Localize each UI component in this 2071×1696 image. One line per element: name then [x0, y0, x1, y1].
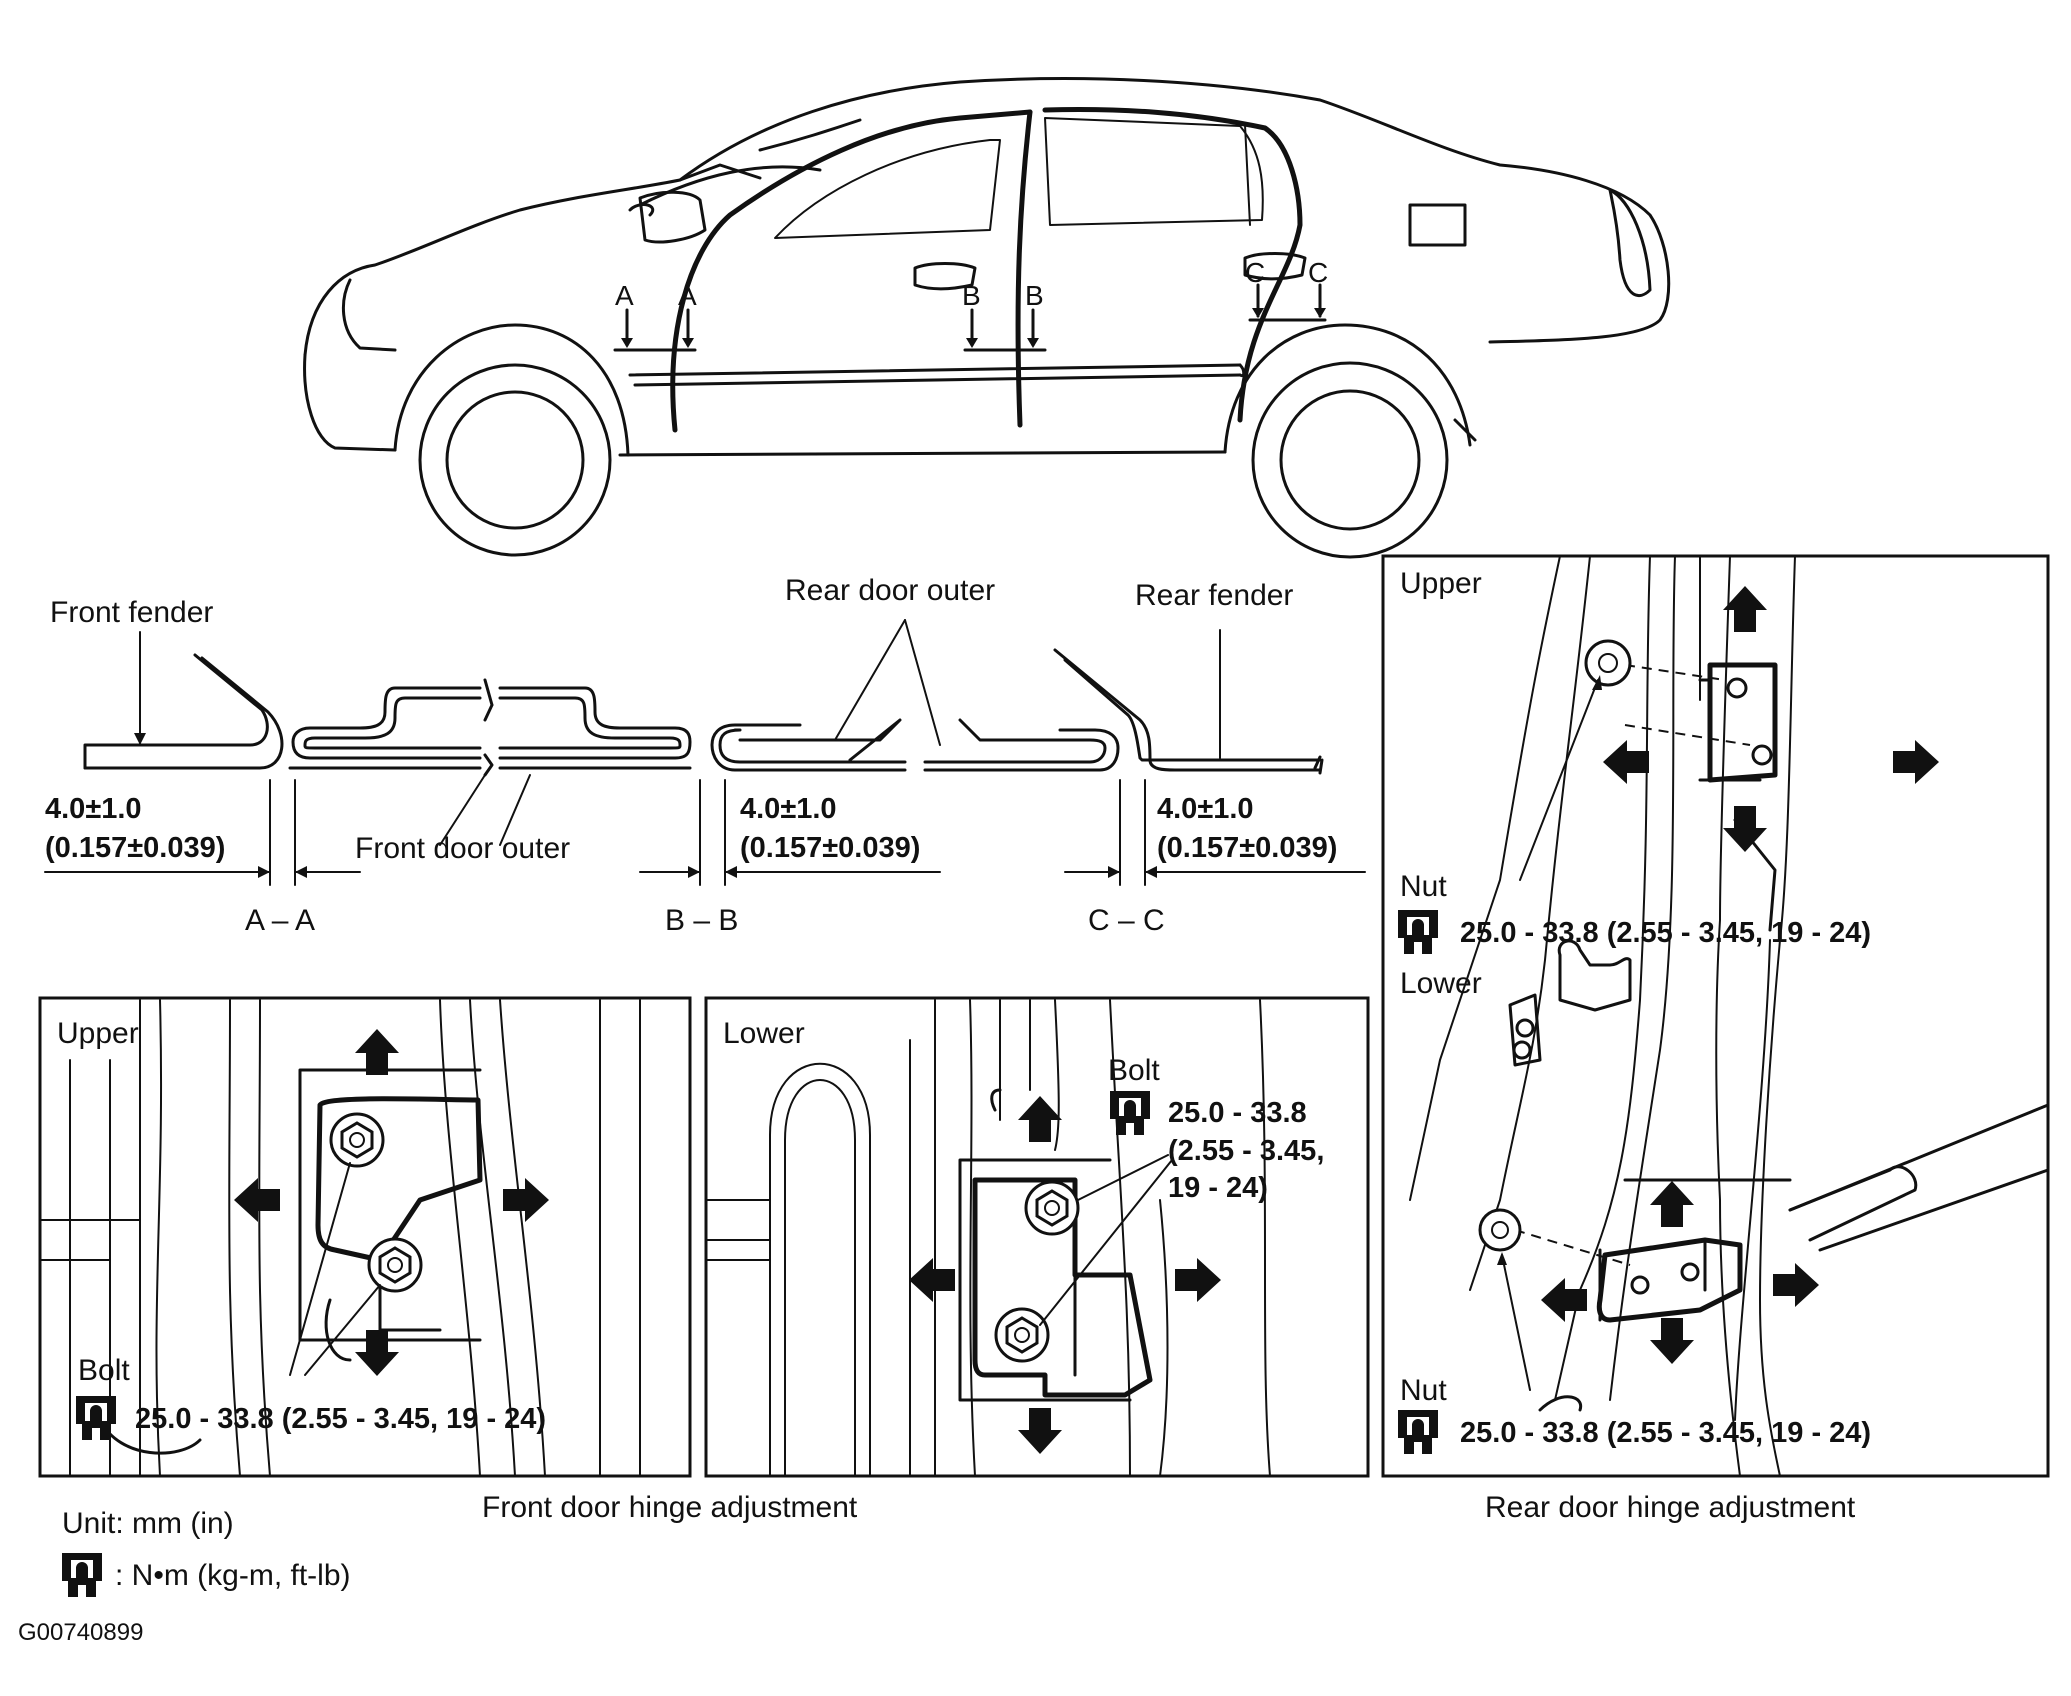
car-side-view: [303, 77, 1671, 559]
clearance-bb-mm: 4.0±1.0: [740, 793, 837, 825]
leader-lines-front-upper: [289, 1162, 381, 1376]
section-mark-c-left: C: [1245, 257, 1265, 288]
front-lower-fastener-label: Bolt: [1108, 1054, 1160, 1087]
unit-label: Unit: mm (in): [62, 1507, 234, 1540]
rear-upper-torque: 25.0 - 33.8 (2.55 - 3.45, 19 - 24): [1460, 917, 1871, 949]
rear-lower-nut-center: [1491, 1221, 1509, 1239]
front-lower-torque-line2: (2.55 - 3.45,: [1168, 1135, 1324, 1167]
rear-upper-fastener-label: Nut: [1400, 870, 1447, 903]
leader-lines-rear: [1497, 675, 1602, 1391]
front-upper-fastener-label: Bolt: [78, 1354, 130, 1387]
front-door-outer-label: Front door outer: [355, 832, 570, 865]
section-aa-label: A – A: [245, 904, 315, 937]
figure-id: G00740899: [18, 1619, 143, 1646]
rear-upper-nut-center: [1598, 653, 1618, 673]
front-fender-label: Front fender: [50, 596, 213, 629]
front-lower-hinge-panel: [704, 996, 1370, 1478]
rear-hinge-drawing: [1409, 555, 2050, 1477]
clearance-cc-mm: 4.0±1.0: [1157, 793, 1254, 825]
rear-caption: Rear door hinge adjustment: [1485, 1491, 1856, 1524]
front-upper-bolt-1: [329, 1112, 385, 1168]
rear-fender-label: Rear fender: [1135, 579, 1293, 612]
front-lower-hinge-drawing: [705, 999, 1271, 1477]
section-mark-c-right: C: [1308, 257, 1328, 288]
rear-lower-torque: 25.0 - 33.8 (2.55 - 3.45, 19 - 24): [1460, 1417, 1871, 1449]
rear-lower-label: Lower: [1400, 967, 1482, 1000]
front-lower-bolt-2: [994, 1307, 1050, 1363]
clearance-aa-in: (0.157±0.039): [45, 832, 225, 864]
front-upper-bolt-2: [367, 1237, 423, 1293]
front-lower-torque-line3: 19 - 24): [1168, 1172, 1268, 1204]
torque-wrench-icon: [62, 1553, 102, 1597]
clearance-aa-mm: 4.0±1.0: [45, 793, 142, 825]
clearance-cc-in: (0.157±0.039): [1157, 832, 1337, 864]
front-upper-hinge-panel: [38, 996, 692, 1478]
clearance-bb-in: (0.157±0.039): [740, 832, 920, 864]
section-bb-label: B – B: [665, 904, 738, 937]
rear-lower-nut: [1478, 1208, 1522, 1252]
leader-lines-front-lower: [1039, 1154, 1173, 1326]
rear-upper-nut: [1584, 639, 1632, 687]
front-caption: Front door hinge adjustment: [482, 1491, 858, 1524]
rear-upper-label: Upper: [1400, 567, 1482, 600]
front-upper-torque: 25.0 - 33.8 (2.55 - 3.45, 19 - 24): [135, 1403, 546, 1435]
torque-unit-label: : N•m (kg-m, ft-lb): [115, 1559, 351, 1592]
section-mark-b-right: B: [1025, 280, 1044, 311]
section-mark-b-left: B: [962, 280, 981, 311]
front-lower-torque-line1: 25.0 - 33.8: [1168, 1097, 1307, 1129]
front-upper-position-label: Upper: [57, 1017, 139, 1050]
section-mark-a-left: A: [615, 280, 634, 311]
cross-section-profiles: [44, 619, 1366, 886]
section-mark-a-right: A: [678, 280, 697, 311]
section-cc-label: C – C: [1088, 904, 1165, 937]
rear-lower-fastener-label: Nut: [1400, 1374, 1447, 1407]
front-lower-bolt-1: [1024, 1180, 1080, 1236]
rear-door-outer-label: Rear door outer: [785, 574, 995, 607]
front-lower-position-label: Lower: [723, 1017, 805, 1050]
